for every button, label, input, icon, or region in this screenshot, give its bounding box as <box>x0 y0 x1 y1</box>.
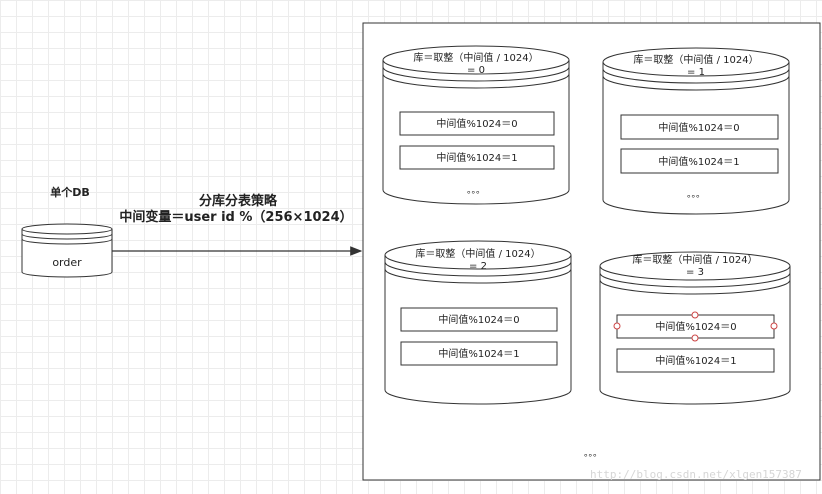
db-1-table-1 <box>620 148 779 174</box>
db-3-table-0-label: 中间值%1024＝0 <box>655 320 736 333</box>
db-3-label-index: = 3 <box>686 267 704 278</box>
db-2-table-1 <box>400 341 558 366</box>
db-0-label-index: = 0 <box>467 65 485 76</box>
db-0-table-1 <box>399 145 555 170</box>
db-2-label-index: = 2 <box>469 261 487 272</box>
strategy-title: 分库分表策略 <box>199 193 278 209</box>
selection-handle-right[interactable] <box>770 322 778 330</box>
single-db-cylinder <box>21 223 113 278</box>
watermark: http://blog.csdn.net/xlgen157387 <box>590 468 802 481</box>
db-3-table-1-label: 中间值%1024＝1 <box>655 354 736 367</box>
db-3-table-1 <box>616 348 775 373</box>
db-0-label: 库＝取整（中间值 / 1024） <box>413 51 538 64</box>
db-1-more-tables: 。。。 <box>687 190 705 200</box>
order-table-label: order <box>52 256 82 269</box>
db-2-label: 库＝取整（中间值 / 1024） <box>415 247 540 260</box>
db-0-table-0-label: 中间值%1024＝0 <box>436 117 517 130</box>
selection-handle-left[interactable] <box>613 322 621 330</box>
db-0-table-0 <box>399 111 555 136</box>
db-1-label-index: = 1 <box>687 67 705 78</box>
db-0-more-tables: 。。。 <box>467 186 485 196</box>
db-1-table-0-label: 中间值%1024＝0 <box>658 121 739 134</box>
db-2-table-1-label: 中间值%1024＝1 <box>438 347 519 360</box>
single-db-title: 单个DB <box>50 185 90 199</box>
selection-handle-bottom[interactable] <box>691 334 699 342</box>
db-1-table-0 <box>620 114 779 140</box>
db-2-table-0 <box>400 307 558 332</box>
strategy-formula: 中间变量＝user id %（256×1024） <box>119 209 352 225</box>
db-0-table-1-label: 中间值%1024＝1 <box>436 151 517 164</box>
db-1-table-1-label: 中间值%1024＝1 <box>658 155 739 168</box>
db-2-table-0-label: 中间值%1024＝0 <box>438 313 519 326</box>
db-3-label: 库＝取整（中间值 / 1024） <box>632 253 757 266</box>
selection-handle-top[interactable] <box>691 311 699 319</box>
db-1-label: 库＝取整（中间值 / 1024） <box>633 53 758 66</box>
more-databases: 。。。 <box>584 449 602 459</box>
